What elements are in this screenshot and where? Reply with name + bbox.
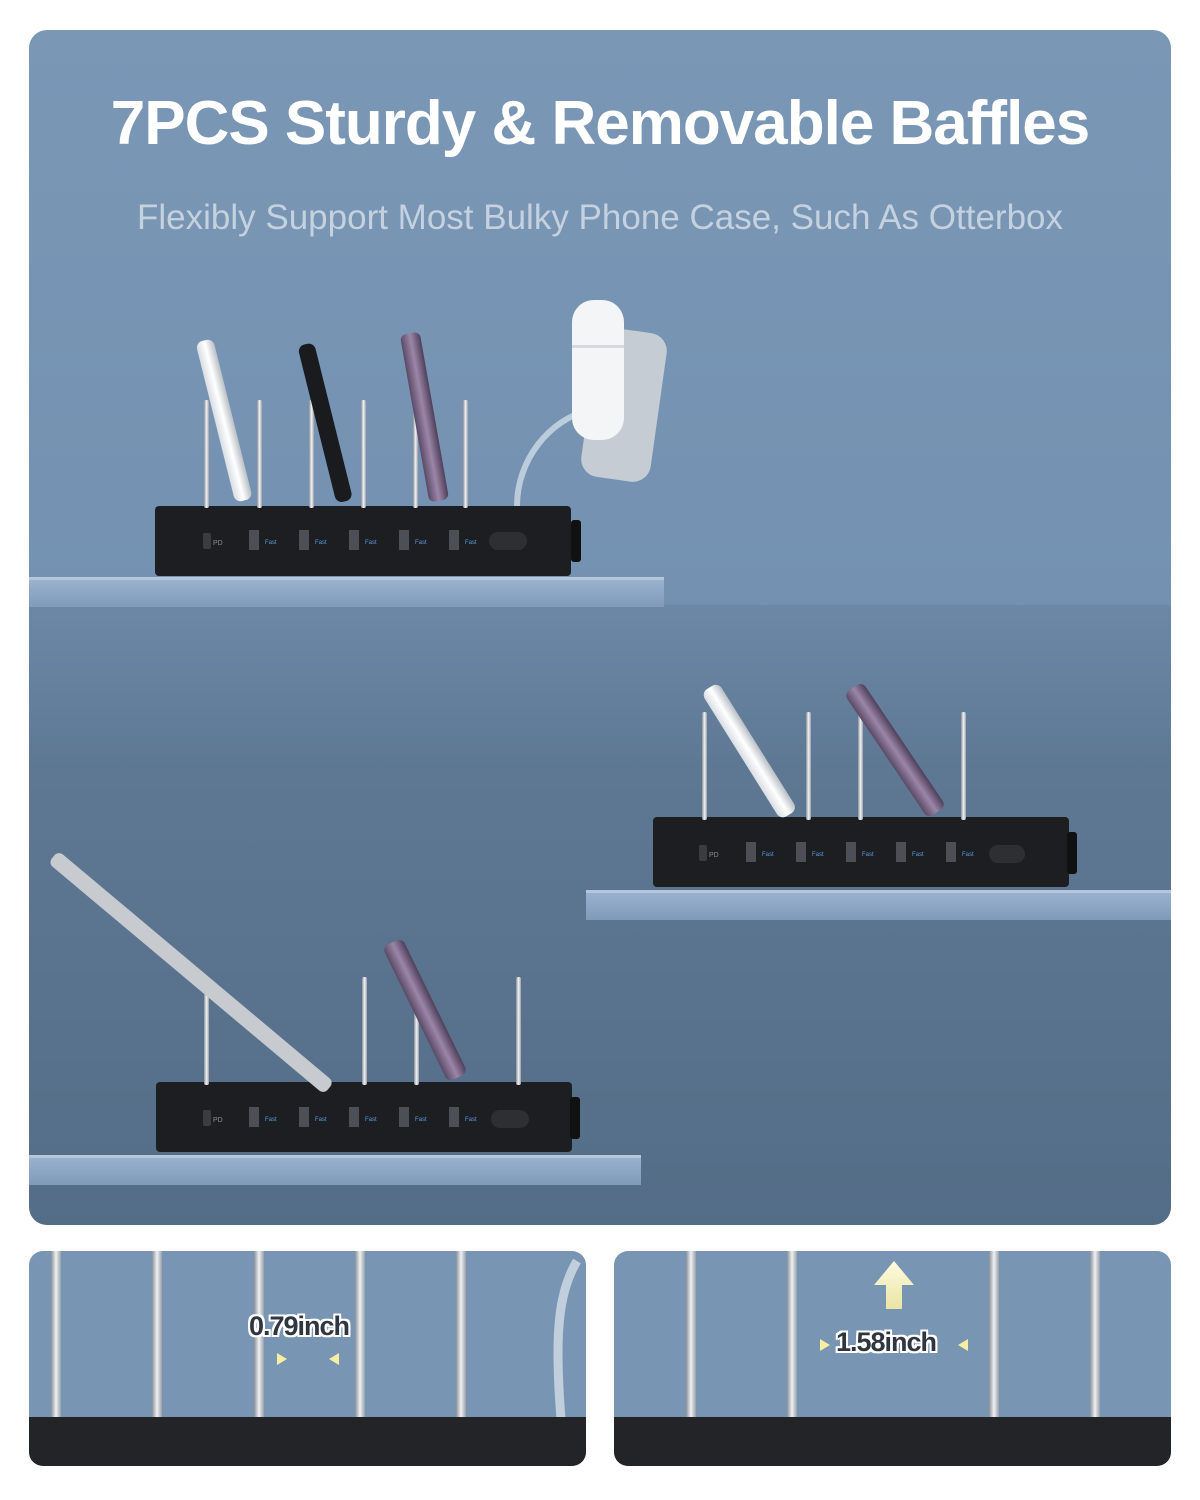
tablet bbox=[50, 853, 332, 1092]
svg-text:Fast: Fast bbox=[415, 1117, 427, 1123]
charging-station-2: PD Fast Fast Fast Fast Fast bbox=[653, 817, 1077, 887]
svg-text:Fast: Fast bbox=[812, 852, 824, 858]
baffles-2 bbox=[702, 712, 966, 820]
svg-text:Fast: Fast bbox=[265, 1117, 277, 1123]
phone-purple-3 bbox=[384, 939, 466, 1081]
phone-purple-2 bbox=[846, 684, 944, 816]
svg-text:Fast: Fast bbox=[912, 852, 924, 858]
phone-silver-1 bbox=[196, 339, 252, 502]
arrow-up-icon bbox=[874, 1261, 914, 1309]
hero-panel: 7PCS Sturdy & Removable Baffles Flexibly… bbox=[29, 30, 1171, 1225]
shelf-top-left bbox=[29, 577, 664, 607]
detail-panel-spacing-large: 1.58inch bbox=[614, 1251, 1171, 1466]
arrow-left-icon bbox=[329, 1353, 351, 1365]
charger-base bbox=[29, 1417, 586, 1466]
svg-text:PD: PD bbox=[709, 852, 719, 859]
charging-station-3: PD Fast Fast Fast Fast Fast bbox=[156, 1082, 580, 1152]
detail-panel-spacing-small: 0.79inch bbox=[29, 1251, 586, 1466]
svg-text:Fast: Fast bbox=[962, 852, 974, 858]
phone-silver-2 bbox=[703, 684, 795, 818]
phone-black bbox=[298, 343, 352, 502]
svg-text:Fast: Fast bbox=[465, 540, 477, 546]
page-subtitle: Flexibly Support Most Bulky Phone Case, … bbox=[137, 198, 1063, 237]
svg-text:Fast: Fast bbox=[762, 852, 774, 858]
page-title: 7PCS Sturdy & Removable Baffles bbox=[110, 89, 1091, 158]
svg-text:Fast: Fast bbox=[465, 1117, 477, 1123]
baffle-rods-right bbox=[686, 1251, 1100, 1419]
arrow-left-icon bbox=[958, 1339, 980, 1351]
product-scene: PD Fast Fast Fast Fast Fast bbox=[29, 300, 1171, 1225]
svg-text:PD: PD bbox=[213, 1117, 223, 1124]
arrow-right-icon bbox=[808, 1339, 830, 1351]
svg-text:Fast: Fast bbox=[415, 540, 427, 546]
svg-text:Fast: Fast bbox=[315, 1117, 327, 1123]
svg-text:Fast: Fast bbox=[265, 540, 277, 546]
svg-text:Fast: Fast bbox=[862, 852, 874, 858]
pd-port-label: PD bbox=[213, 540, 223, 547]
shelf-bottom-left bbox=[29, 1155, 641, 1185]
shelf-middle-right bbox=[586, 890, 1171, 920]
svg-text:Fast: Fast bbox=[315, 540, 327, 546]
earbuds-on-stand bbox=[514, 300, 667, 507]
spacing-label-large: 1.58inch bbox=[836, 1327, 937, 1357]
baffle-rods-left bbox=[51, 1251, 466, 1419]
arrow-right-icon bbox=[265, 1353, 287, 1365]
svg-text:Fast: Fast bbox=[365, 1117, 377, 1123]
charger-base bbox=[614, 1417, 1171, 1466]
svg-text:Fast: Fast bbox=[365, 540, 377, 546]
spacing-label-small: 0.79inch bbox=[249, 1311, 350, 1341]
phone-purple-1 bbox=[400, 332, 449, 502]
charging-station-1: PD Fast Fast Fast Fast Fast bbox=[155, 506, 581, 576]
